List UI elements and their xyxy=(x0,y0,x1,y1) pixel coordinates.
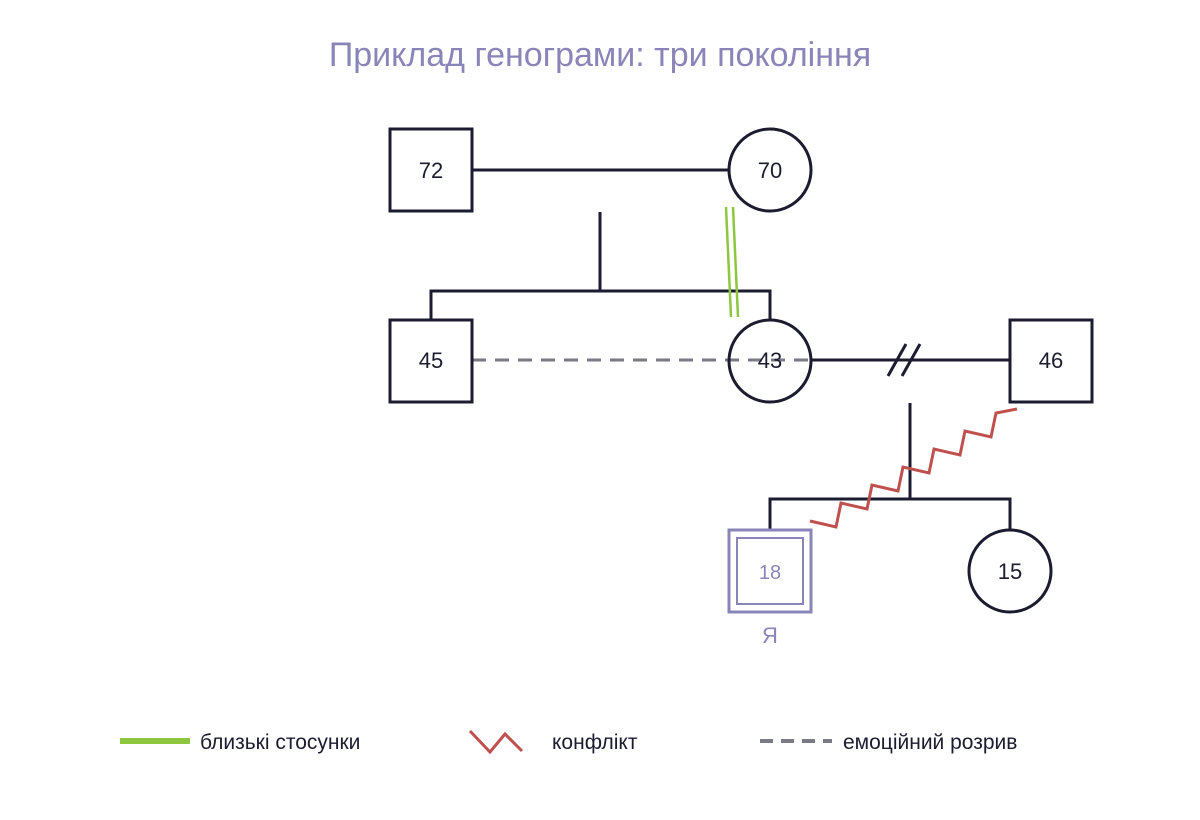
father-symbol xyxy=(1008,318,1094,404)
legend-close-label: близькі стосунки xyxy=(200,731,360,754)
uncle-age: 45 xyxy=(419,348,443,373)
divorce-mark-1 xyxy=(886,343,908,377)
gen3-sibling-line xyxy=(768,497,1012,530)
legend-cutoff-label: емоційний розрив xyxy=(843,731,1017,754)
grandmother-age: 70 xyxy=(758,158,782,183)
sister-age: 15 xyxy=(998,559,1022,584)
legend-conflict-label: конфлікт xyxy=(552,731,638,754)
diagram-title: Приклад генограми: три покоління xyxy=(329,36,871,74)
mother-age: 43 xyxy=(758,348,782,373)
self-symbol-inner xyxy=(736,537,804,605)
grandfather-age: 72 xyxy=(419,158,443,183)
legend: близькі стосунки конфлікт емоційний розр… xyxy=(120,729,1017,755)
divorce-mark-2 xyxy=(900,343,922,377)
grandfather-symbol xyxy=(388,127,474,213)
self-symbol xyxy=(727,528,813,614)
legend-conflict-swatch xyxy=(468,729,524,755)
self-label: Я xyxy=(762,623,778,648)
gen2-sibling-line xyxy=(429,289,772,320)
close-relationship-line-b xyxy=(731,206,740,318)
sister-symbol xyxy=(967,528,1053,614)
close-relationship-line-a xyxy=(724,206,733,318)
father-age: 46 xyxy=(1039,348,1063,373)
uncle-symbol xyxy=(388,318,474,404)
grandmother-symbol xyxy=(727,127,813,213)
mother-symbol xyxy=(727,318,813,404)
conflict-line xyxy=(809,407,1018,529)
self-age: 18 xyxy=(759,562,781,584)
